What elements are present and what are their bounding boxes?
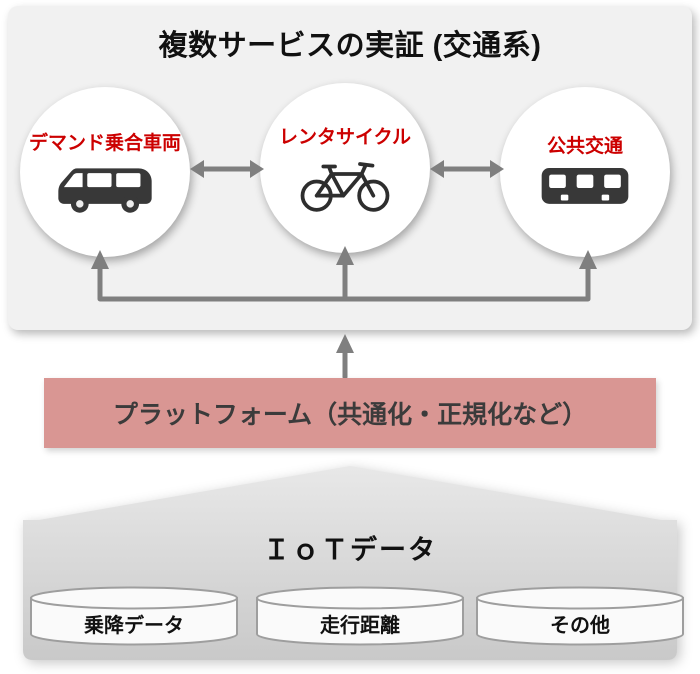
- database-label: 走行距離: [320, 615, 400, 637]
- panel-title: 複数サービスの実証 (交通系): [158, 30, 542, 62]
- cylinder-icon: [476, 586, 684, 646]
- bicycle-icon: [295, 153, 395, 215]
- database-cylinder: その他: [474, 585, 686, 647]
- database-label: 乗降データ: [84, 615, 184, 637]
- double-arrow-icon: [188, 158, 266, 180]
- platform-label: プラットフォーム（共通化・正規化など）: [112, 401, 588, 429]
- van-icon: [49, 159, 161, 217]
- cylinder-icon: [256, 586, 464, 646]
- node-demand-vehicle: デマンド乗合車両: [20, 87, 190, 257]
- services-panel: 複数サービスの実証 (交通系) デマンド乗合車両 レンタサイクル: [8, 6, 692, 330]
- node-demand-vehicle-label: デマンド乗合車両: [28, 132, 181, 154]
- node-rental-cycle: レンタサイクル: [260, 83, 430, 253]
- up-arrow-icon: [332, 331, 358, 380]
- database-cylinder: 乗降データ: [28, 585, 240, 647]
- bus-icon: [535, 162, 635, 214]
- iot-title: ＩｏＴデータ: [263, 535, 437, 565]
- database-cylinder: 走行距離: [254, 585, 466, 647]
- cylinder-icon: [30, 586, 238, 646]
- node-public-transport: 公共交通: [500, 87, 670, 257]
- double-arrow-icon: [428, 158, 506, 180]
- node-public-transport-label: 公共交通: [546, 135, 623, 157]
- node-rental-cycle-label: レンタサイクル: [278, 126, 412, 148]
- platform-bar: プラットフォーム（共通化・正規化など）: [44, 378, 656, 448]
- database-label: その他: [550, 615, 610, 637]
- connector-arrows: [88, 242, 612, 304]
